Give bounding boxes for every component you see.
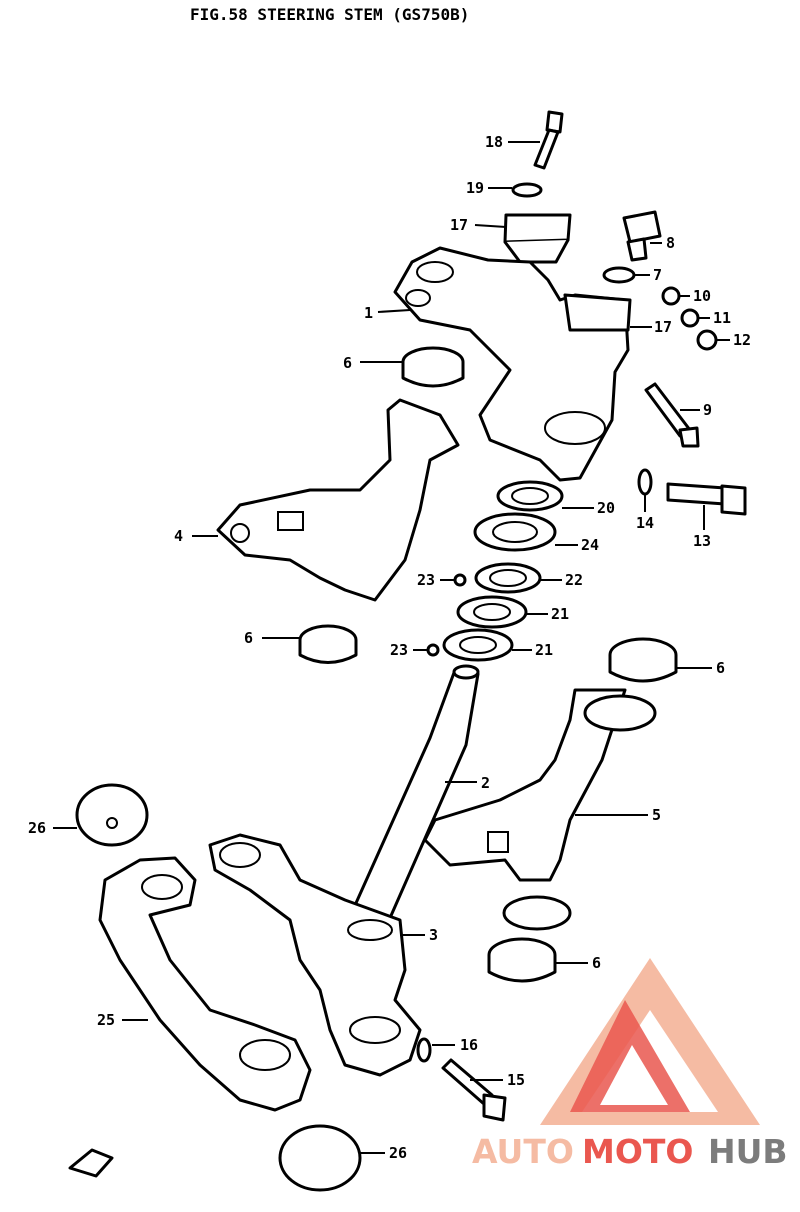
- part-6-cup-c: [583, 637, 678, 732]
- callout-13: 13: [693, 532, 711, 550]
- callout-15: 15: [507, 1071, 525, 1089]
- part-22-bearing: [474, 562, 542, 594]
- callout-22: 22: [565, 571, 583, 589]
- callout-19: 19: [466, 179, 484, 197]
- callout-17-lower: 17: [654, 318, 672, 336]
- part-10-nut: [661, 286, 681, 306]
- part-18-bolt: [533, 110, 564, 170]
- callout-25: 25: [97, 1011, 115, 1029]
- callout-26-a: 26: [28, 819, 46, 837]
- leader-lines: [53, 141, 730, 1154]
- part-26-cap-a: [75, 783, 149, 847]
- callout-26-b: 26: [389, 1144, 407, 1162]
- callout-5: 5: [652, 806, 661, 824]
- part-6-cup-d: [487, 895, 572, 983]
- callout-8: 8: [666, 234, 675, 252]
- part-21-race-b: [442, 628, 514, 662]
- callout-24: 24: [581, 536, 599, 554]
- callout-6-d: 6: [592, 954, 601, 972]
- callout-23-a: 23: [417, 571, 435, 589]
- automotohub-logo: AUTO MOTO HUB: [472, 958, 788, 1171]
- callout-6-c: 6: [716, 659, 725, 677]
- logo-text-hub: HUB: [708, 1132, 788, 1171]
- part-1-upper-bracket: [393, 246, 632, 482]
- part-5-bracket: [423, 688, 627, 882]
- part-24-seal: [473, 512, 557, 552]
- logo-text-auto: AUTO: [472, 1132, 574, 1171]
- part-20-race: [496, 480, 564, 512]
- callout-20: 20: [597, 499, 615, 517]
- callout-23-b: 23: [390, 641, 408, 659]
- part-13-bolt: [666, 482, 747, 516]
- callout-21-a: 21: [551, 605, 569, 623]
- callout-12: 12: [733, 331, 751, 349]
- part-25-cover: [98, 856, 312, 1112]
- logo-text-moto: MOTO: [582, 1132, 693, 1171]
- part-17-upper-holder: [503, 213, 572, 264]
- part-7-washer: [602, 266, 636, 284]
- part-19-washer: [511, 182, 543, 198]
- callout-17-upper: 17: [450, 216, 468, 234]
- callout-labels: 18 19 17 8 7 10 1 11 17 12 6 9 4 20 14 1…: [28, 133, 751, 1162]
- part-6-cup-a: [401, 346, 465, 388]
- callout-10: 10: [693, 287, 711, 305]
- callout-21-b: 21: [535, 641, 553, 659]
- part-15-bolt: [441, 1058, 507, 1122]
- callout-6-a: 6: [343, 354, 352, 372]
- callout-18: 18: [485, 133, 503, 151]
- callout-11: 11: [713, 309, 731, 327]
- callout-16: 16: [460, 1036, 478, 1054]
- figure-title: FIG.58 STEERING STEM (GS750B): [190, 5, 469, 24]
- part-4-bracket: [216, 398, 460, 602]
- callout-14: 14: [636, 514, 654, 532]
- part-16-washer: [416, 1037, 432, 1063]
- part-14-washer: [637, 468, 653, 496]
- part-2-steering-stem: [350, 664, 480, 920]
- part-21-race-a: [456, 595, 528, 629]
- part-11-nut: [680, 308, 700, 328]
- callout-4: 4: [174, 527, 183, 545]
- part-6-cup-b: [298, 624, 358, 664]
- part-26-cap-b: [278, 1124, 362, 1192]
- part-3-lower-bracket: [208, 833, 422, 1077]
- callout-3: 3: [429, 926, 438, 944]
- callout-2: 2: [481, 774, 490, 792]
- callout-9: 9: [703, 401, 712, 419]
- callout-7: 7: [653, 266, 662, 284]
- callout-6-b: 6: [244, 629, 253, 647]
- part-12-nut: [696, 329, 718, 351]
- callout-1: 1: [364, 304, 373, 322]
- part-9-bolt: [644, 382, 700, 448]
- part-23-ball-b: [426, 643, 440, 657]
- part-23-ball-a: [453, 573, 467, 587]
- front-arrow-icon: [68, 1148, 114, 1178]
- part-8-bolt: [622, 210, 662, 262]
